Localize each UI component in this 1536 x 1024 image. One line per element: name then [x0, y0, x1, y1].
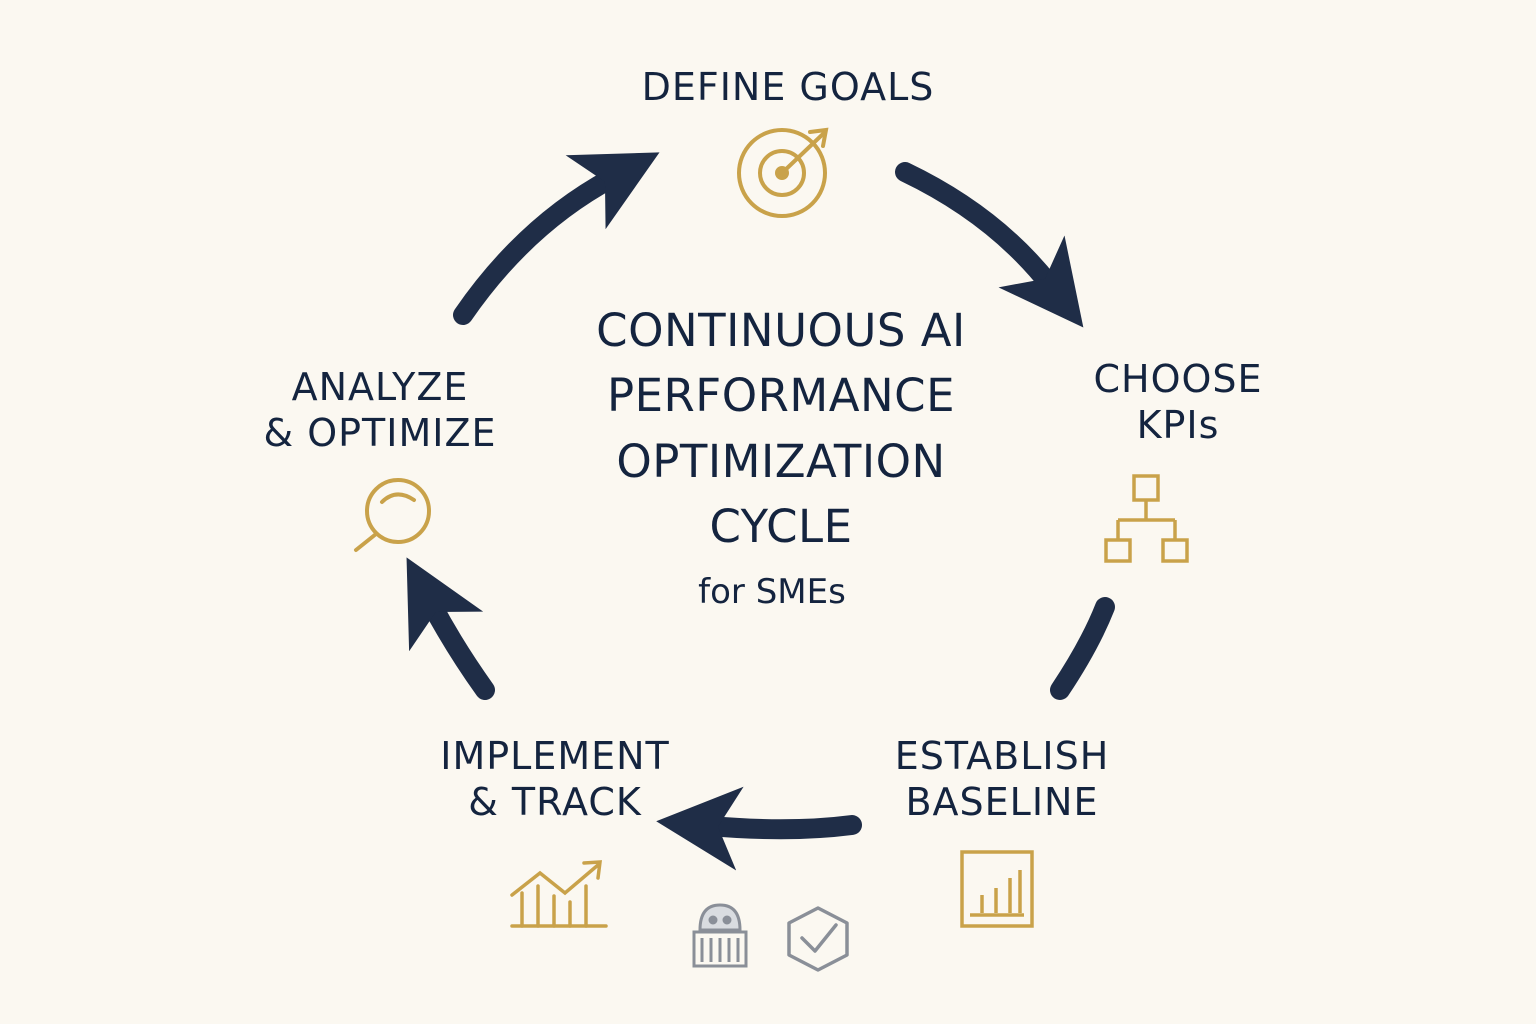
cycle-title-line: CYCLE: [709, 499, 853, 553]
step-label-line: DEFINE GOALS: [641, 65, 935, 109]
step-implement-track: IMPLEMENT & TRACK: [410, 733, 700, 826]
cycle-subtitle: for SMEs: [698, 572, 846, 612]
step-label-line: & OPTIMIZE: [263, 411, 497, 456]
step-analyze-optimize: ANALYZE & OPTIMIZE: [240, 364, 520, 457]
hierarchy-icon: [1104, 474, 1189, 563]
target-icon: [737, 127, 829, 218]
cycle-title-line: OPTIMIZATION: [616, 434, 946, 488]
step-label-line: CHOOSE: [1093, 357, 1263, 401]
step-label-line: ANALYZE: [291, 365, 469, 409]
step-define-goals: DEFINE GOALS: [568, 64, 1008, 110]
robot-icon: [692, 903, 748, 968]
cycle-title-line: CONTINUOUS AI: [596, 304, 966, 357]
arrow-implement-to-analyze: [406, 557, 495, 700]
cycle-title: CONTINUOUS AI PERFORMANCE OPTIMIZATION C…: [536, 298, 1026, 559]
cycle-title-line: PERFORMANCE: [606, 369, 956, 423]
step-label-line: KPIs: [1136, 403, 1220, 448]
step-establish-baseline: ESTABLISH BASELINE: [862, 733, 1142, 826]
arrow-goals-to-kpis: [895, 162, 1084, 328]
arrow-analyze-to-goals: [453, 152, 660, 325]
arrow-baseline-to-implement: [656, 786, 862, 871]
arrow-kpis-to-baseline: [1050, 597, 1115, 700]
shield-check-icon: [787, 906, 849, 972]
trend-chart-icon: [510, 860, 608, 928]
bar-chart-icon: [960, 850, 1034, 928]
step-label-line: & TRACK: [468, 780, 642, 825]
step-label-line: ESTABLISH: [894, 734, 1110, 778]
step-label-line: BASELINE: [905, 780, 1099, 825]
step-choose-kpis: CHOOSE KPIs: [1048, 356, 1308, 449]
magnifier-icon: [354, 478, 431, 552]
step-label-line: IMPLEMENT: [440, 734, 670, 778]
